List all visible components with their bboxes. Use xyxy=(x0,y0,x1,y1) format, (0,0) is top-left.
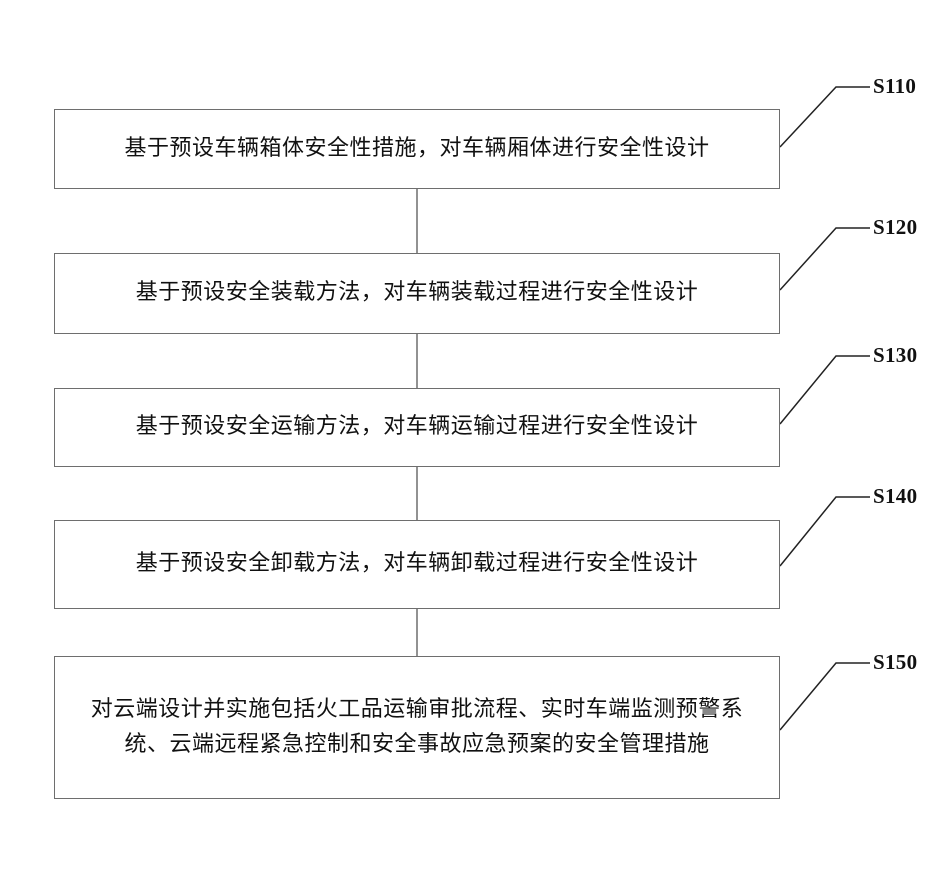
leader-line-s130 xyxy=(780,356,870,424)
step-box-s130: 基于预设安全运输方法，对车辆运输过程进行安全性设计 xyxy=(54,388,780,467)
step-label-s120: S120 xyxy=(873,215,917,240)
step-label-s150: S150 xyxy=(873,650,917,675)
step-box-s110: 基于预设车辆箱体安全性措施，对车辆厢体进行安全性设计 xyxy=(54,109,780,189)
leader-line-s110 xyxy=(780,87,870,147)
step-label-s130: S130 xyxy=(873,343,917,368)
leader-line-s120 xyxy=(780,228,870,290)
step-text-s120: 基于预设安全装载方法，对车辆装载过程进行安全性设计 xyxy=(122,276,713,310)
step-text-s110: 基于预设车辆箱体安全性措施，对车辆厢体进行安全性设计 xyxy=(110,132,723,166)
step-label-s110: S110 xyxy=(873,74,916,99)
leader-line-s140 xyxy=(780,497,870,566)
leader-line-s150 xyxy=(780,663,870,730)
step-box-s140: 基于预设安全卸载方法，对车辆卸载过程进行安全性设计 xyxy=(54,520,780,609)
step-box-s150: 对云端设计并实施包括火工品运输审批流程、实时车端监测预警系统、云端远程紧急控制和… xyxy=(54,656,780,799)
step-text-s140: 基于预设安全卸载方法，对车辆卸载过程进行安全性设计 xyxy=(122,547,713,581)
step-label-s140: S140 xyxy=(873,484,917,509)
step-text-s130: 基于预设安全运输方法，对车辆运输过程进行安全性设计 xyxy=(122,410,713,444)
step-text-s150: 对云端设计并实施包括火工品运输审批流程、实时车端监测预警系统、云端远程紧急控制和… xyxy=(55,693,779,761)
step-box-s120: 基于预设安全装载方法，对车辆装载过程进行安全性设计 xyxy=(54,253,780,334)
